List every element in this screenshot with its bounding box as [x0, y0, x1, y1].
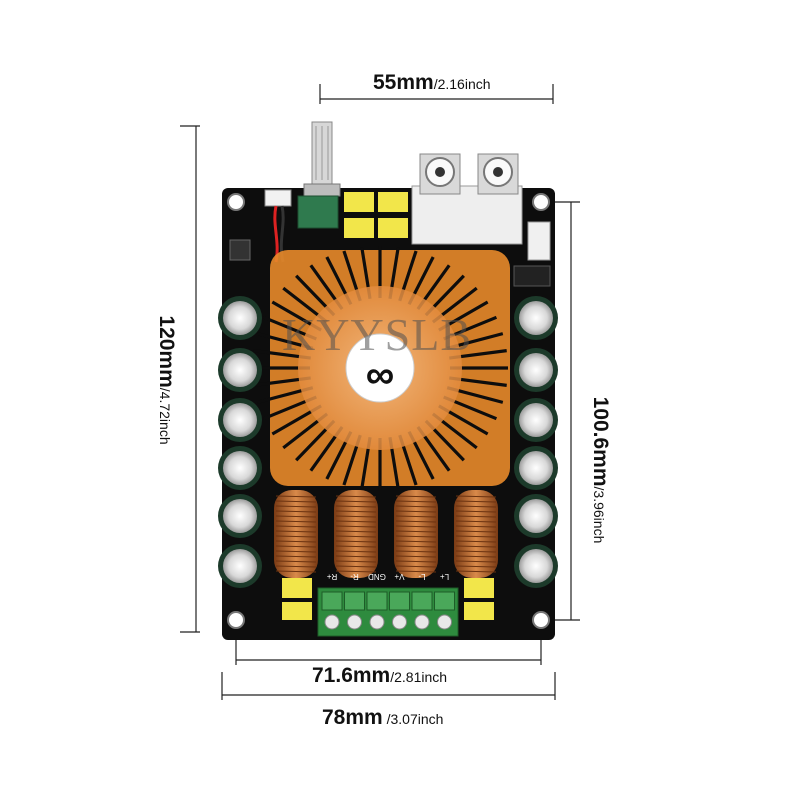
terminal-screw — [437, 614, 452, 630]
mounting-holes — [227, 193, 550, 629]
electrolytic-capacitor — [514, 446, 558, 490]
terminal-screw — [392, 614, 407, 630]
terminal-screw — [324, 614, 340, 630]
terminal-screw — [347, 614, 362, 630]
electrolytic-capacitor — [514, 348, 558, 392]
pin-label: V+ — [394, 572, 404, 581]
terminal-slot — [321, 591, 343, 611]
rca-input-jacks — [411, 153, 551, 261]
pin-label: L+ — [440, 572, 449, 581]
terminal-slot — [434, 591, 455, 611]
terminal-screw — [414, 614, 430, 630]
speaker-terminal-block — [317, 587, 459, 637]
dimension-lines — [180, 84, 580, 700]
electrolytic-capacitors — [218, 296, 558, 588]
dim-height-holes: 100.6mm/3.96inch — [589, 396, 612, 544]
terminal-slot — [344, 591, 365, 611]
chip — [229, 239, 251, 261]
pin-label: GND — [368, 572, 386, 581]
electrolytic-capacitor — [514, 544, 558, 588]
terminal-pin-labels: R+ R- GND V+ L- L+ — [326, 572, 449, 581]
watermark-text: KYYSLB — [282, 309, 473, 360]
toroidal-inductor — [454, 490, 498, 578]
pin-header — [513, 265, 551, 287]
electrolytic-capacitor — [514, 398, 558, 442]
electrolytic-capacitor — [218, 398, 262, 442]
electrolytic-capacitor — [514, 296, 558, 340]
cooling-fan: ∞ — [298, 286, 462, 450]
pin-label: L- — [418, 572, 425, 581]
electrolytic-capacitor — [218, 348, 262, 392]
volume-potentiometer — [297, 121, 341, 229]
terminal-screw — [369, 614, 385, 630]
dim-height-total: 120mm/4.72inch — [155, 315, 178, 445]
bottom-capacitors — [282, 578, 494, 620]
svg-text:∞: ∞ — [366, 353, 395, 397]
electrolytic-capacitor — [218, 494, 262, 538]
electrolytic-capacitor — [218, 544, 262, 588]
electrolytic-capacitor — [218, 446, 262, 490]
terminal-slot — [411, 591, 433, 611]
dim-top-width: 55mm/2.16inch — [373, 71, 491, 94]
pin-label: R- — [350, 572, 359, 581]
toroidal-inductor — [274, 490, 318, 578]
terminal-slot — [366, 591, 388, 611]
dim-width-total: 78mm /3.07inch — [322, 706, 444, 729]
top-capacitors — [344, 192, 408, 238]
pin-label: R+ — [326, 572, 337, 581]
dim-width-holes: 71.6mm/2.81inch — [312, 664, 448, 687]
electrolytic-capacitor — [218, 296, 262, 340]
electrolytic-capacitor — [514, 494, 558, 538]
toroidal-inductors — [274, 490, 498, 578]
toroidal-inductor — [394, 490, 438, 578]
toroidal-inductor — [334, 490, 378, 578]
terminal-slot — [389, 591, 410, 611]
